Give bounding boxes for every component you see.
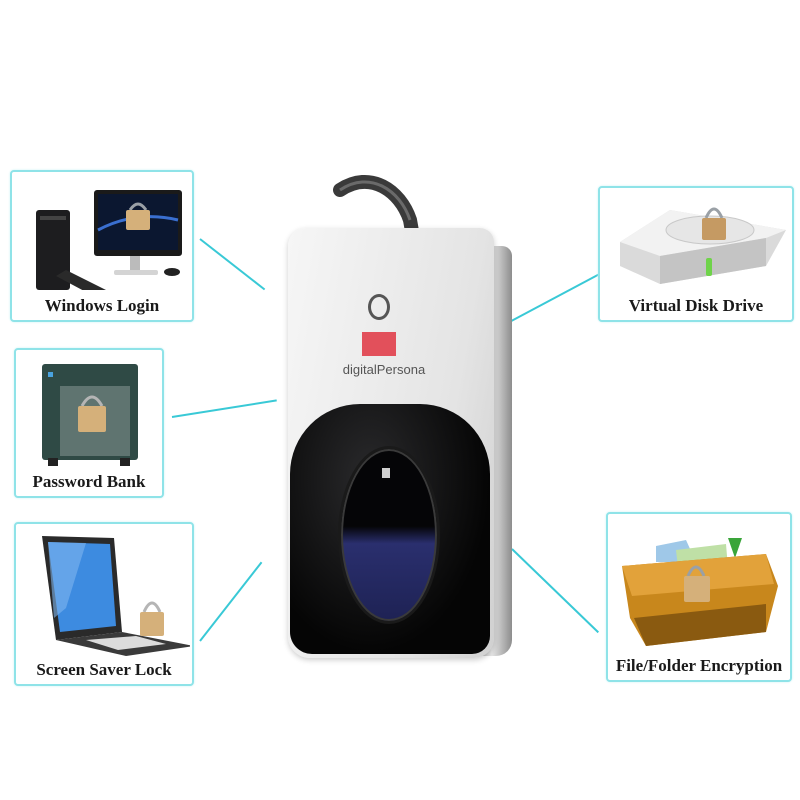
laptop-icon [42,536,190,656]
desktop-computer-icon [36,190,182,290]
feature-card-password-bank: Password Bank [14,348,164,498]
feature-card-screen-saver-lock: Screen Saver Lock [14,522,194,686]
red-indicator [362,332,396,356]
power-ring-icon [368,294,390,320]
feature-label: Screen Saver Lock [36,660,172,679]
connector-file-folder-encryption [511,548,600,634]
feature-card-file-folder-encryption: File/Folder Encryption [606,512,792,682]
connector-virtual-disk-drive [499,273,600,328]
connector-screen-saver-lock [199,561,263,642]
feature-card-windows-login: Windows Login [10,170,194,322]
usb-cable [333,174,422,250]
feature-label: Password Bank [32,472,146,491]
hard-disk-icon [620,207,786,284]
brand-label: digitalPersona [342,362,426,377]
fingerprint-reader: digitalPersona [278,228,512,664]
feature-label: Virtual Disk Drive [628,296,764,315]
feature-label: Windows Login [44,296,160,315]
sensor-led [382,468,390,478]
feature-card-virtual-disk-drive: Virtual Disk Drive [598,186,794,322]
connector-windows-login [199,238,266,291]
connector-password-bank [171,399,277,418]
folder-icon [622,538,778,646]
feature-label: File/Folder Encryption [615,656,783,675]
safe-icon [42,364,138,466]
